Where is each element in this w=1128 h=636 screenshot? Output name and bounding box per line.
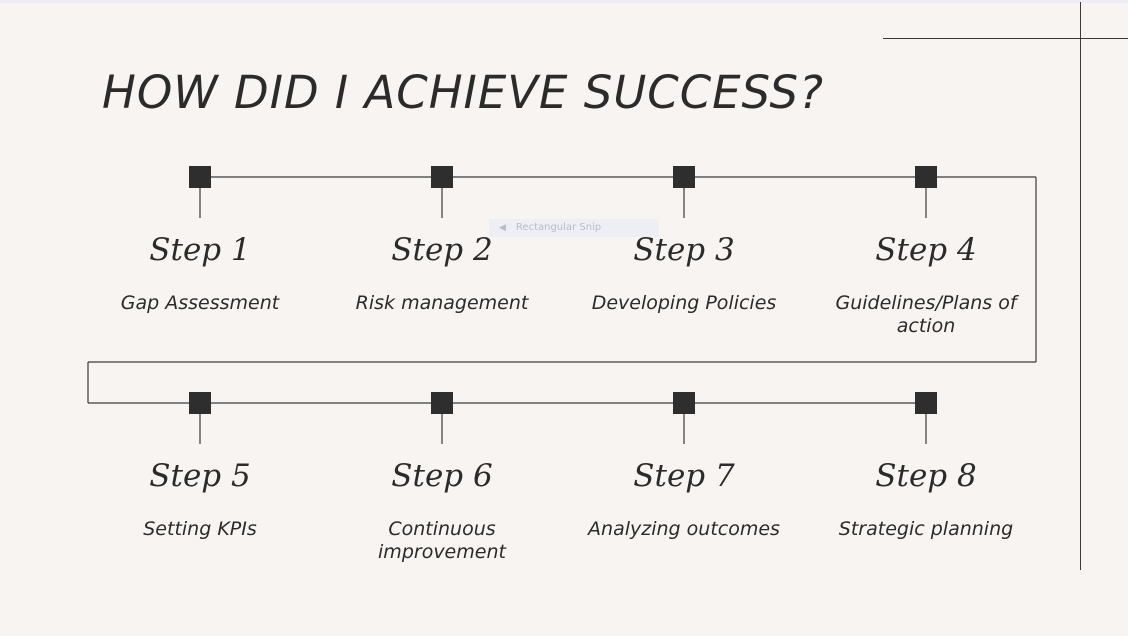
step-5-title: Step 5 [149,458,251,494]
step-7-node [673,392,695,414]
step-2-title: Step 2 [391,232,493,268]
step-8-node [915,392,937,414]
step-5-node [189,392,211,414]
step-4-description: Guidelines/Plans of action [835,292,1017,337]
step-2-node [431,166,453,188]
step-3-description: Developing Policies [591,292,777,314]
arrow-left-icon: ◀ [499,223,506,233]
frame-vertical-line [1080,2,1081,570]
step-1-title: Step 1 [149,232,251,268]
step-6-node [431,392,453,414]
step-4-title: Step 4 [875,232,977,268]
step-3-node [673,166,695,188]
step-4-node [915,166,937,188]
step-8-description: Strategic planning [838,518,1014,540]
top-band [0,0,1128,3]
frame-horizontal-line [883,38,1128,39]
snip-tooltip-label: Rectangular Snip [515,222,602,233]
snip-tooltip: ◀ Rectangular Snip [489,219,659,237]
step-7-description: Analyzing outcomes [588,518,780,540]
step-3-title: Step 3 [633,232,735,268]
step-8-title: Step 8 [875,458,977,494]
step-6-title: Step 6 [391,458,493,494]
step-5-description: Setting KPIs [143,518,257,540]
step-7-title: Step 7 [633,458,735,494]
step-1-node [189,166,211,188]
step-1-description: Gap Assessment [120,292,280,314]
step-2-description: Risk management [355,292,529,314]
step-6-description: Continuous improvement [378,518,506,563]
page-title: HOW DID I ACHIEVE SUCCESS? [102,66,824,119]
